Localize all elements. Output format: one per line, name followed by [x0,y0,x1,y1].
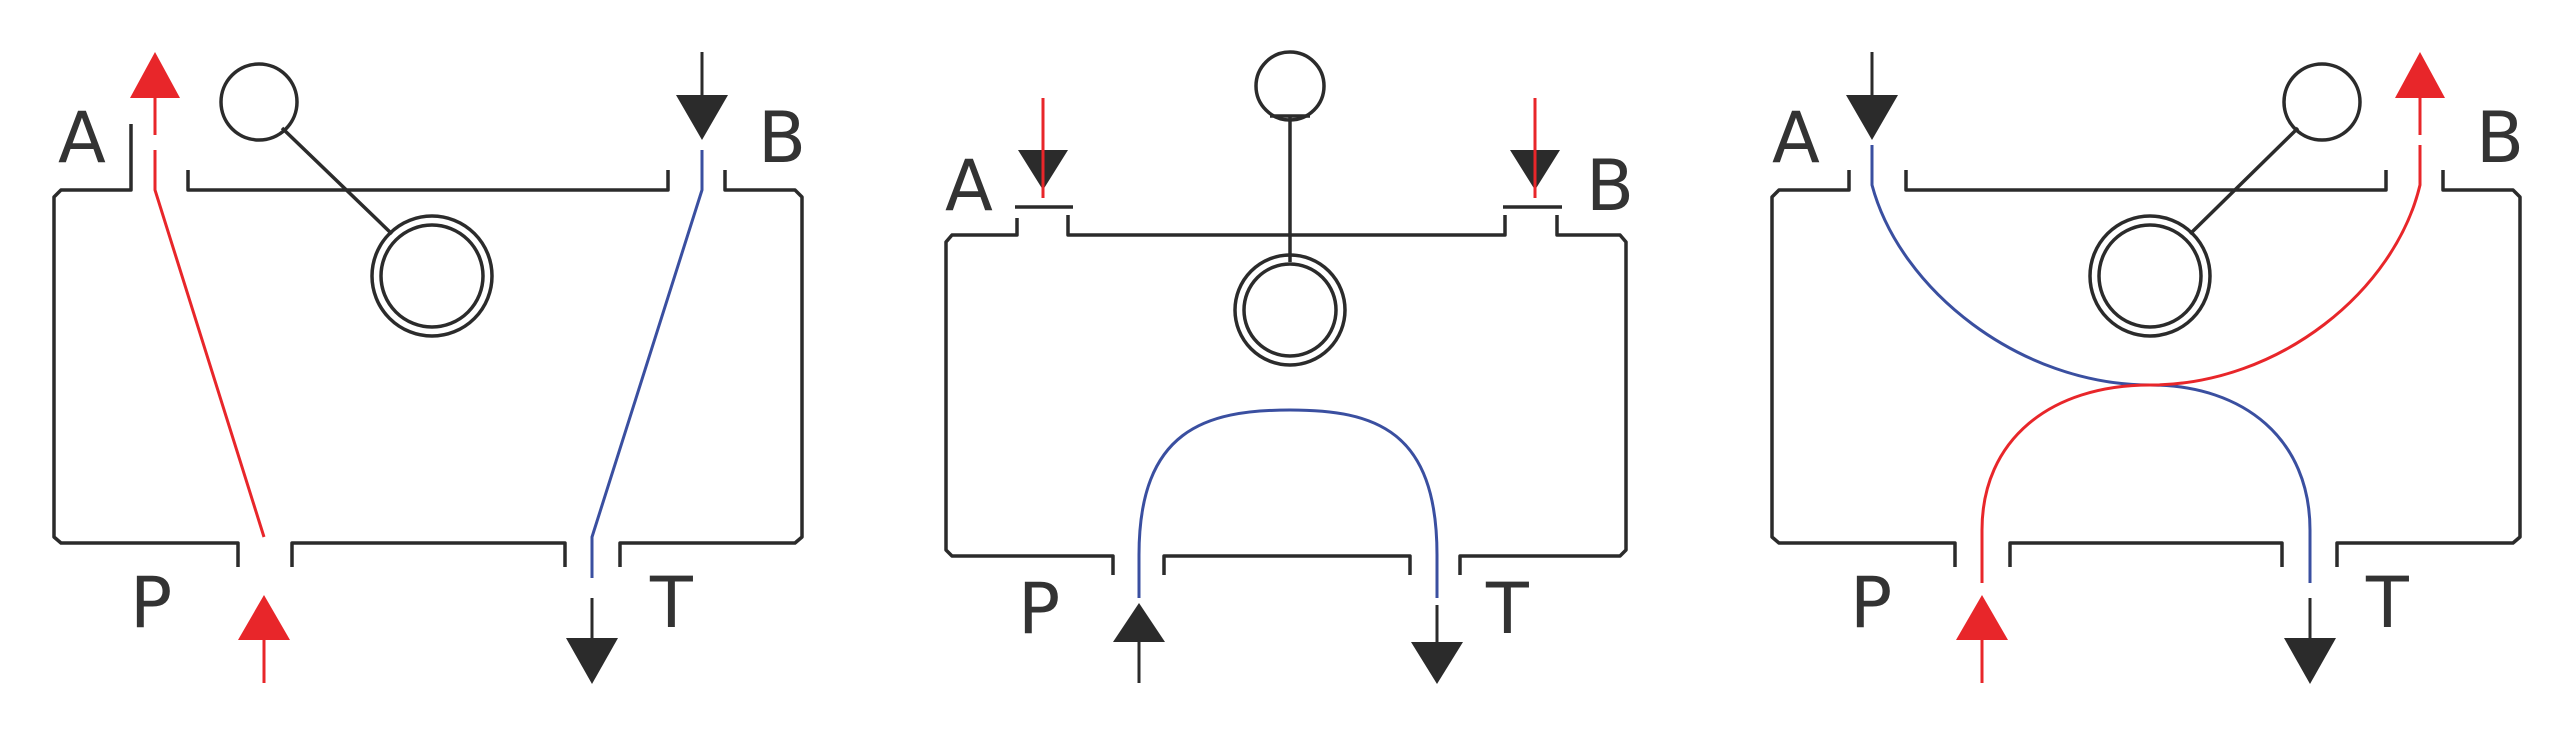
center-port-label-a: A [945,145,993,227]
left-arrow-a-icon [130,52,180,98]
left-flow-p-to-a [153,150,266,538]
left-port-label-b: B [758,97,806,179]
right-arrow-a-icon [1846,95,1898,140]
panel-right: A B P T [1770,52,2524,684]
right-arrow-b-icon [2395,52,2445,98]
center-port-label-t: T [1485,568,1529,650]
left-port-label-a: A [58,97,106,179]
left-arrow-t-icon [566,638,618,684]
center-arrow-t-icon [1411,642,1463,684]
left-flow-b-to-t [590,150,704,578]
center-port-label-b: B [1586,145,1634,227]
right-arrow-t-icon [2284,638,2336,684]
left-port-label-p: P [130,562,172,644]
left-valve-body [52,124,804,567]
right-flow-p-to-b [1980,145,2422,583]
center-arrow-p-icon [1113,603,1165,642]
panel-center: A B P T [944,50,1634,684]
left-port-label-t: T [649,562,693,644]
right-flow-a-to-t [1870,145,2312,583]
right-port-label-b: B [2476,97,2524,179]
left-spool-outer [370,214,494,338]
right-pilot-stem [2188,126,2300,236]
right-arrow-p-icon [1956,595,2008,640]
right-spool-inner [2097,223,2203,329]
right-port-label-t: T [2365,562,2409,644]
right-spool-outer [2088,214,2212,338]
right-port-label-p: P [1850,562,1892,644]
left-pilot-stem [280,126,394,236]
center-spool-outer [1233,253,1347,367]
right-pilot-ball [2282,62,2362,142]
left-spool-inner [379,223,485,329]
panel-left: A B P T [52,52,806,684]
left-pilot-ball [219,62,299,142]
center-pilot-ball [1254,50,1326,122]
right-valve-body [1770,170,2522,567]
left-arrow-p-icon [238,595,290,640]
center-valve-body [944,215,1628,575]
center-flow-p-to-t [1137,408,1439,598]
center-spool-inner [1242,262,1338,358]
left-arrow-b-icon [676,95,728,140]
right-port-label-a: A [1772,97,1820,179]
center-port-label-p: P [1018,568,1060,650]
